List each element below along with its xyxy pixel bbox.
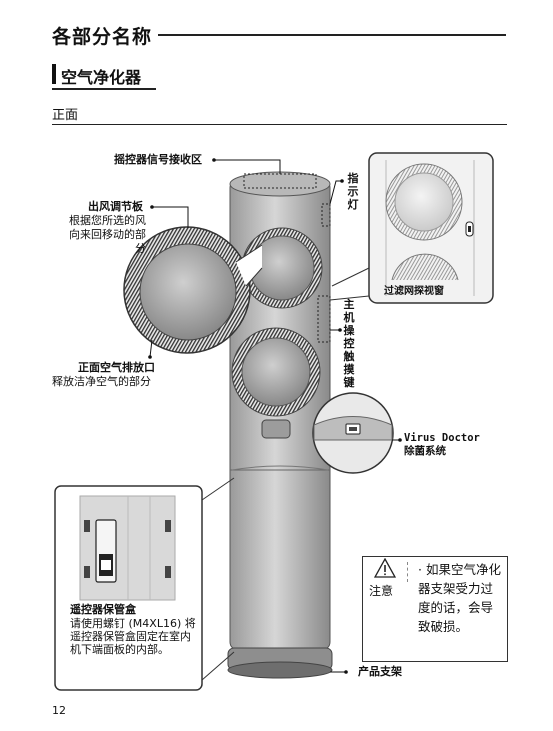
airflow-blade-desc: 根据您所选的风向来回移动的部分 (69, 214, 146, 255)
virus-doctor-module (261, 419, 291, 439)
caution-divider (407, 562, 408, 582)
view-title: 正面 (52, 108, 79, 123)
main-control-panel-label: 主机操控触摸键 (343, 298, 355, 389)
section-title: 各部分名称 (52, 26, 153, 48)
indicator-area (321, 203, 331, 227)
filter-window-inset (329, 152, 494, 304)
leader-dots (148, 158, 402, 674)
front-outlet-title: 正面空气排放口 (78, 361, 155, 374)
virus-doctor-sublabel: 除菌系统 (404, 445, 446, 457)
airflow-blade-zoom (123, 226, 263, 354)
subsection-marker (52, 64, 56, 84)
section-title-rule (158, 34, 506, 36)
indicator-light-label: 指示灯 (347, 172, 359, 211)
virus-doctor-label: Virus Doctor (404, 432, 480, 444)
upper-outlet-disc (241, 227, 323, 309)
caution-text: · 如果空气净化器支架受力过度的话，会导致破损。 (418, 562, 501, 634)
virus-doctor-zoom (312, 392, 394, 474)
remote-holder-desc: 请使用螺钉 (M4XL16) 将遥控器保管盒固定在室内机下端面板的内部。 (70, 617, 196, 656)
airflow-blade-title: 出风调节板 (88, 200, 143, 213)
subsection-title-rule (52, 88, 156, 90)
remote-holder-inset (54, 477, 235, 691)
control-panel-area (317, 295, 331, 343)
front-outlet-desc: 释放洁净空气的部分 (52, 375, 151, 388)
warning-triangle-icon (374, 558, 396, 578)
view-title-rule (52, 124, 507, 125)
remote-receiver-label: 摇控器信号接收区 (114, 153, 202, 166)
filter-window-label: 过滤网探视窗 (384, 286, 444, 297)
subsection-title: 空气净化器 (61, 68, 142, 87)
product-stand-label: 产品支架 (358, 665, 402, 678)
page-number: 12 (52, 704, 66, 717)
caution-title: 注意 (369, 584, 394, 598)
remote-holder-title: 遥控器保管盒 (70, 603, 136, 616)
lower-outlet-disc (231, 327, 321, 417)
